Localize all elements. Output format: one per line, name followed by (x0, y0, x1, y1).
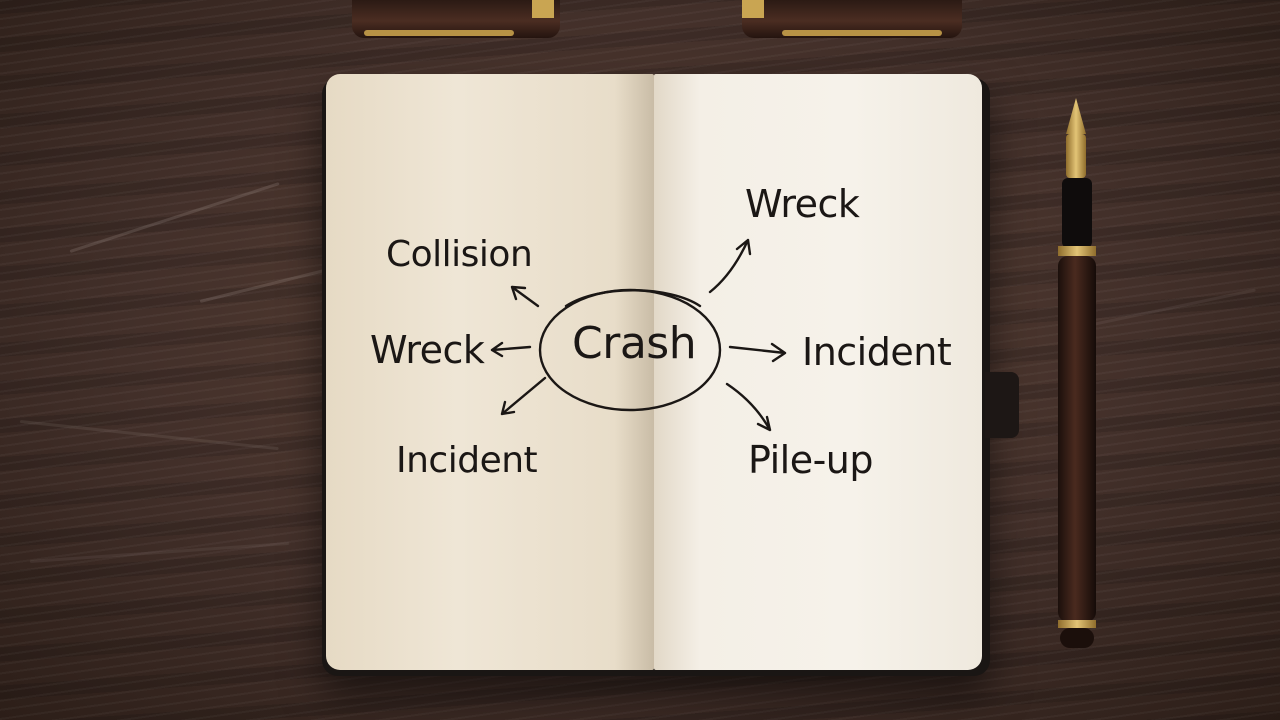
pen-cap-icon (742, 0, 962, 38)
arrow-right-wreck (708, 238, 752, 294)
map-word-wreck-right: Wreck (745, 182, 860, 226)
notebook-right-page (654, 74, 982, 670)
center-circle-overlap (564, 289, 702, 308)
map-word-crash: Crash (572, 318, 697, 369)
map-word-incident-left: Incident (396, 440, 538, 481)
arrow-collision (510, 285, 540, 308)
map-word-pile-up: Pile-up (748, 438, 874, 482)
arrow-pile-up (725, 382, 772, 432)
notebook-elastic-tab (985, 372, 1019, 438)
notebook-left-page (326, 74, 654, 670)
pen-cap-icon (352, 0, 560, 38)
map-word-wreck-left: Wreck (370, 328, 485, 372)
arrow-left-incident (500, 376, 547, 416)
map-word-collision: Collision (386, 234, 533, 275)
arrow-left-wreck (490, 341, 532, 358)
arrow-right-incident (728, 342, 787, 363)
map-word-incident-right: Incident (802, 330, 952, 374)
